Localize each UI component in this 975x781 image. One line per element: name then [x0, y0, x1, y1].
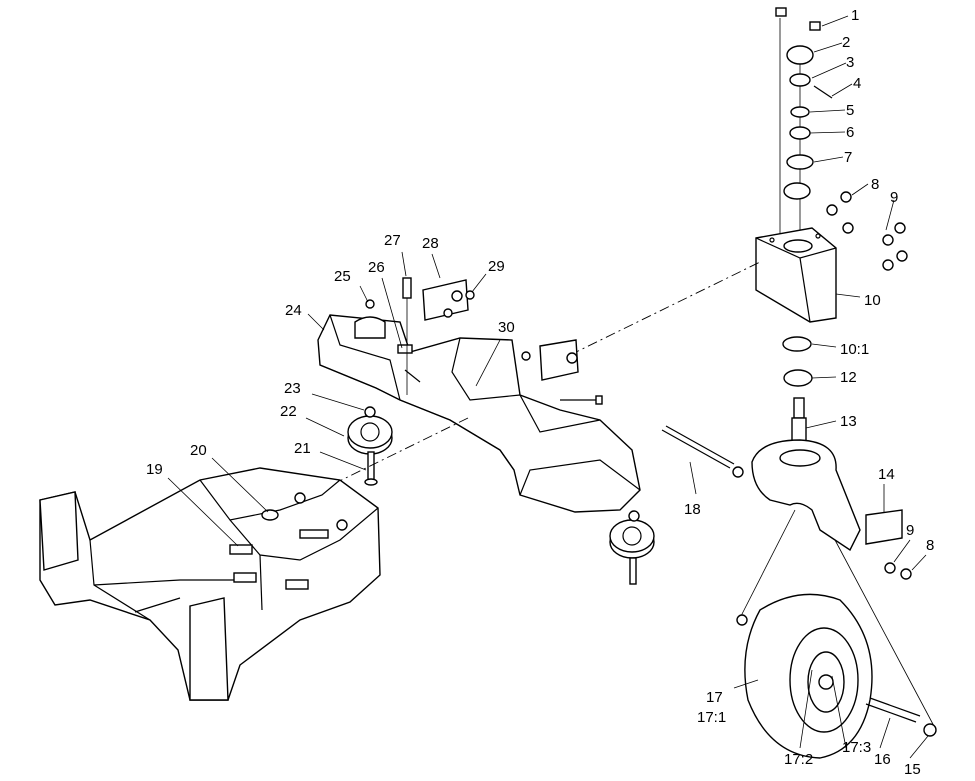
bolt-part-1 — [775, 7, 821, 31]
nuts-part-9 — [882, 222, 908, 271]
bearing-part-7 — [786, 154, 814, 170]
callout-4: 4 — [853, 75, 862, 92]
projection-line-housing — [569, 261, 761, 356]
axle-part-16 — [865, 697, 937, 737]
callout-9-lower: 9 — [906, 522, 915, 539]
cap-part-2 — [786, 45, 814, 65]
bearing-part-12 — [783, 369, 813, 387]
callout-12: 12 — [840, 369, 857, 386]
projection-line-right — [834, 539, 936, 729]
caster-housing-part-10 — [755, 227, 837, 323]
decal-part-14 — [865, 509, 903, 545]
callout-27: 27 — [384, 232, 401, 249]
bolt-part-27 — [402, 277, 412, 299]
washer-part-9-lower — [884, 562, 896, 574]
washer-part-6 — [789, 126, 811, 140]
callout-17: 17 — [706, 689, 723, 706]
axle-bolt-part-18 — [661, 425, 744, 478]
wheel-part-17 — [736, 593, 873, 759]
roller-wheel-part-22 — [347, 406, 393, 455]
nut-right — [521, 351, 531, 361]
callout-14: 14 — [878, 466, 895, 483]
callout-5: 5 — [846, 102, 855, 119]
callout-6: 6 — [846, 124, 855, 141]
callout-17-2: 17:2 — [784, 751, 814, 768]
washer-part-3 — [789, 73, 811, 87]
pin-part-4 — [813, 85, 833, 99]
bearing-cup — [783, 182, 811, 200]
callout-17-1: 17:1 — [697, 709, 727, 726]
bracket-plate-right — [539, 339, 579, 381]
callout-15: 15 — [904, 761, 921, 778]
nut-part-5 — [790, 106, 810, 118]
callout-18: 18 — [684, 501, 701, 518]
roller-wheel-right — [609, 510, 655, 585]
callout-21: 21 — [294, 440, 311, 457]
callout-9: 9 — [890, 189, 899, 206]
leader-lines — [167, 15, 929, 759]
callout-10: 10 — [864, 292, 881, 309]
callout-19: 19 — [146, 461, 163, 478]
callout-3: 3 — [846, 54, 855, 71]
callout-1: 1 — [851, 7, 860, 24]
callout-24: 24 — [285, 302, 302, 319]
callout-23: 23 — [284, 380, 301, 397]
callout-28: 28 — [422, 235, 439, 252]
deck-frame-part-24-30 — [317, 314, 641, 513]
caster-fork-part-13 — [751, 397, 861, 552]
callout-10-1: 10:1 — [840, 341, 870, 358]
callout-8-lower: 8 — [926, 537, 935, 554]
mower-frame-part-19-20 — [39, 467, 381, 701]
callout-8: 8 — [871, 176, 880, 193]
callout-30: 30 — [498, 319, 515, 336]
callout-17-3: 17:3 — [842, 739, 872, 756]
nut-part-8-lower — [900, 568, 912, 580]
bearing-part-10-1 — [782, 336, 812, 352]
callout-7: 7 — [844, 149, 853, 166]
callout-20: 20 — [190, 442, 207, 459]
bolts-part-19 — [229, 544, 309, 590]
bracket-plate-part-28 — [422, 279, 475, 321]
callout-2: 2 — [842, 34, 851, 51]
projection-line-left — [739, 509, 796, 619]
callout-25: 25 — [334, 268, 351, 285]
callout-22: 22 — [280, 403, 297, 420]
callout-29: 29 — [488, 258, 505, 275]
callout-26: 26 — [368, 259, 385, 276]
callout-13: 13 — [840, 413, 857, 430]
bolt-part-21 — [364, 451, 378, 486]
callout-16: 16 — [874, 751, 891, 768]
nuts-part-8 — [826, 191, 854, 234]
bushing-right — [566, 352, 578, 364]
